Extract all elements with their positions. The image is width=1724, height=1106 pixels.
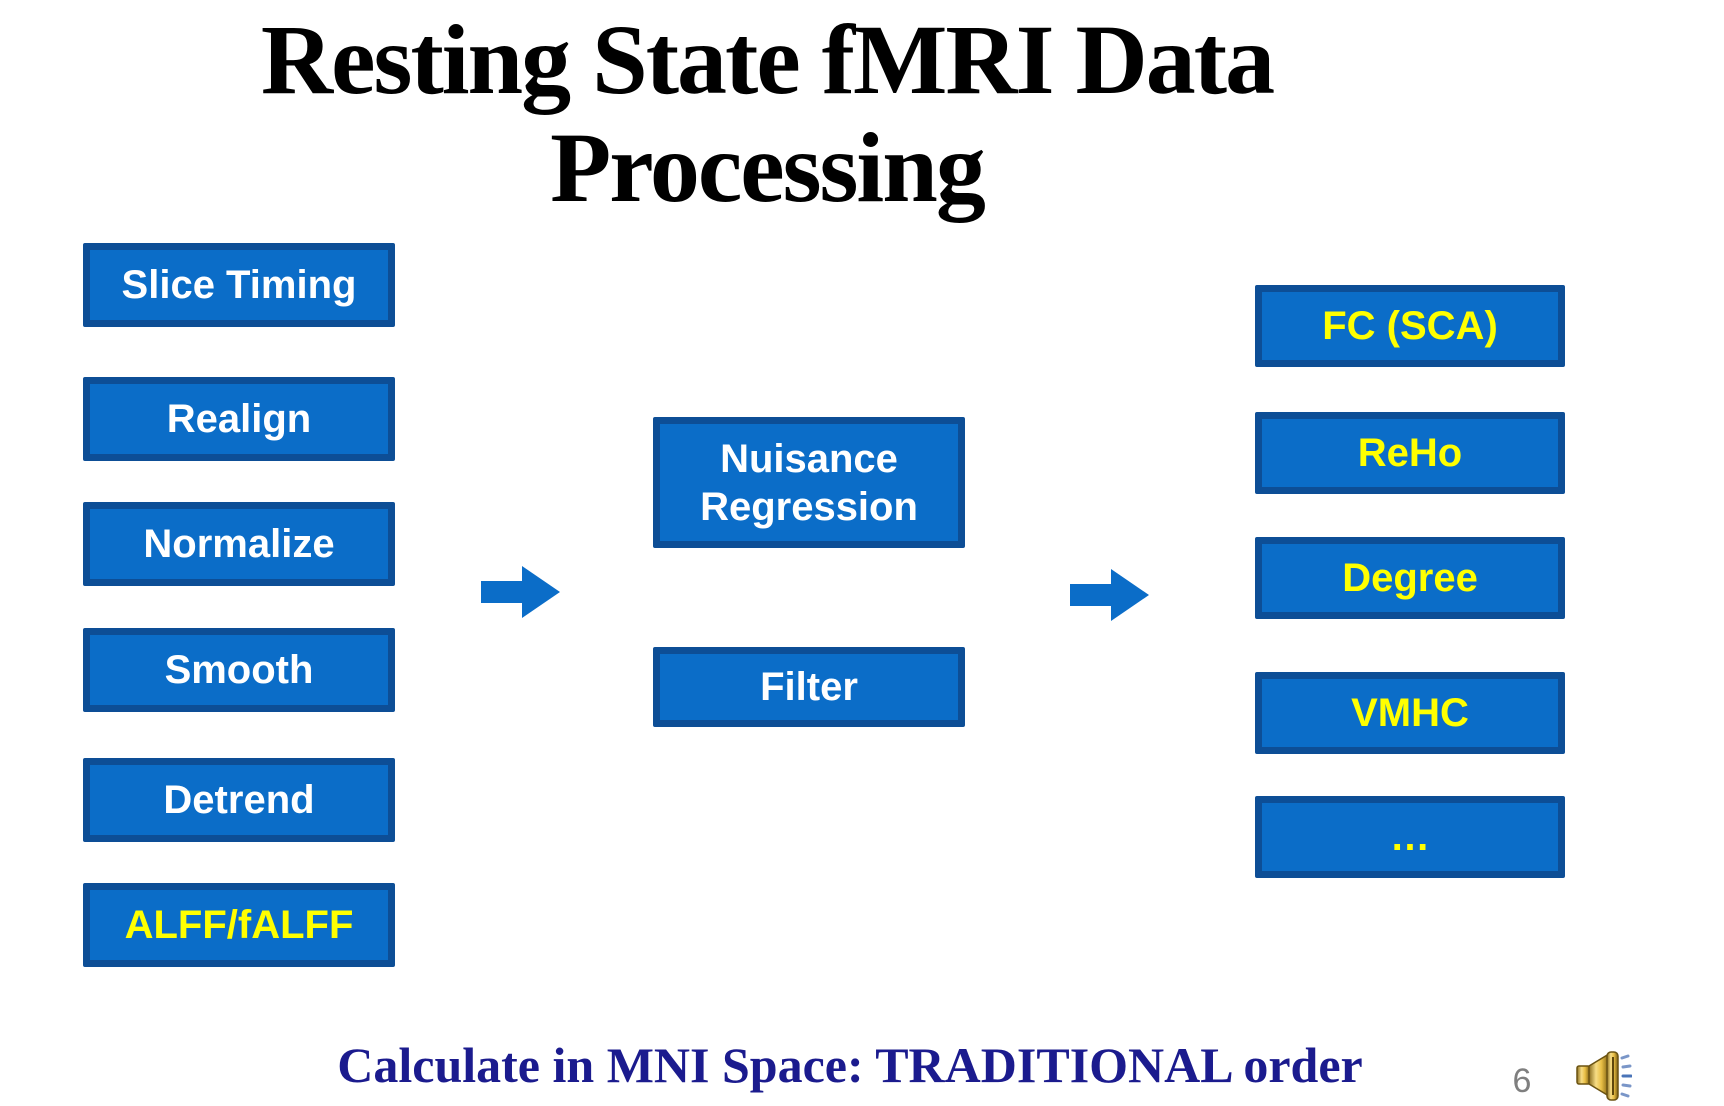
speaker-icon[interactable]: [1576, 1050, 1632, 1102]
box-label: Smooth: [164, 648, 314, 692]
flow-box-vmhc: VMHC: [1255, 672, 1565, 754]
flow-box-normalize: Normalize: [83, 502, 395, 586]
right-arrow-icon: [1070, 569, 1149, 621]
box-label: Normalize: [143, 522, 335, 566]
sound-waves: [1620, 1054, 1632, 1098]
footer-caption: Calculate in MNI Space: TRADITIONAL orde…: [337, 1037, 1363, 1093]
flow-box-detrend: Detrend: [83, 758, 395, 842]
box-label: FC (SCA): [1322, 304, 1498, 348]
flow-box-filter: Filter: [653, 647, 965, 727]
box-label: …: [1390, 815, 1430, 859]
page-number: 6: [1512, 1062, 1532, 1100]
box-label: VMHC: [1351, 691, 1469, 735]
flow-box-reho: ReHo: [1255, 412, 1565, 494]
flow-box-nuisance-regression: Nuisance Regression: [653, 417, 965, 548]
speaker-cone: [1588, 1052, 1610, 1098]
flow-box-fc-sca: FC (SCA): [1255, 285, 1565, 367]
flow-box-realign: Realign: [83, 377, 395, 461]
box-label: ALFF/fALFF: [124, 903, 354, 947]
flow-box-ellipsis: …: [1255, 796, 1565, 878]
box-label: Detrend: [163, 778, 315, 822]
box-label: Nuisance Regression: [700, 436, 918, 529]
flow-box-degree: Degree: [1255, 537, 1565, 619]
page-title-line-1: Resting State fMRI Data: [260, 4, 1275, 115]
box-label: ReHo: [1357, 431, 1463, 475]
box-label: Degree: [1342, 556, 1478, 600]
page-title-line-2: Processing: [550, 112, 986, 223]
box-label: Realign: [166, 397, 312, 441]
right-arrow-icon: [481, 566, 560, 618]
flow-box-slice-timing: Slice Timing: [83, 243, 395, 327]
flow-box-alff-falff: ALFF/fALFF: [83, 883, 395, 967]
box-label: Slice Timing: [121, 263, 357, 307]
flow-box-smooth: Smooth: [83, 628, 395, 712]
box-label: Filter: [760, 665, 858, 709]
speaker-back: [1576, 1065, 1591, 1085]
page-title: Resting State fMRI Data Processing: [0, 6, 1534, 222]
